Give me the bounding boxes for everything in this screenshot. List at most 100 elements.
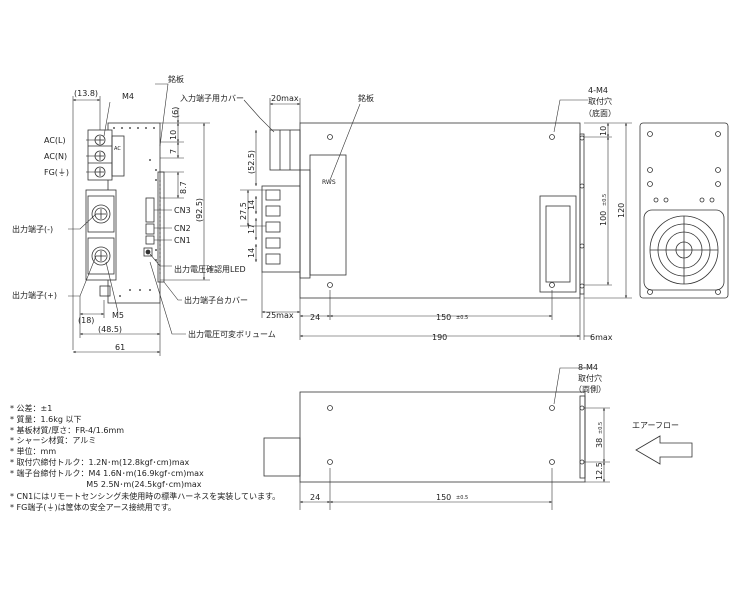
top-dimensions	[299, 367, 610, 510]
svg-text:RWS: RWS	[322, 179, 336, 186]
output-terminal-side-screws	[265, 189, 281, 265]
dim-120-label: 120	[617, 203, 626, 218]
cn2-label: CN2	[174, 224, 191, 233]
ac-n-label: AC(N)	[44, 152, 67, 161]
note-terminal-torque-m4: * 端子台締付トルク：M4 1.6N･m(16.9kgf･cm)max	[10, 468, 204, 478]
side-mount-holes	[327, 134, 555, 288]
airflow-label: エアーフロー	[632, 421, 679, 430]
dim-20max-label: 20max	[271, 94, 299, 103]
top-labels: 8-M4 取付穴 （両側） エアーフロー 24 150 ±0.5 38 ±0.5…	[310, 363, 679, 502]
dim-6max-label: 6max	[590, 333, 613, 342]
airflow-arrow-icon	[635, 435, 693, 465]
svg-text:AC: AC	[114, 146, 121, 152]
ac-l-label: AC(L)	[44, 136, 66, 145]
output-terminal-block	[85, 189, 117, 281]
end-plate-holes	[579, 135, 585, 289]
dim-8-7-label: 8.7	[179, 181, 188, 194]
tol-38-label: ±0.5	[598, 422, 604, 434]
dim-190-label: 190	[432, 333, 447, 342]
tol-b-label: ±0.5	[456, 495, 468, 501]
fan-bracket	[539, 195, 577, 293]
dim-10r-label: 10	[599, 126, 608, 136]
dim-150b-label: 150	[436, 493, 451, 502]
front-vent-dots	[113, 127, 157, 297]
volume-label: 出力電圧可変ボリューム	[188, 329, 276, 339]
note-unit: * 単位：mm	[10, 447, 57, 457]
note-terminal-torque-m5: M5 2.5N･m(24.5kgf･cm)max	[10, 479, 202, 489]
dim-27-5-label: 27.5	[239, 202, 248, 220]
side-view: RWS	[261, 122, 585, 299]
side-dimensions	[240, 98, 632, 340]
m4-label: M4	[122, 92, 134, 101]
top-mount-holes	[327, 405, 555, 465]
dim-14b-label: 14	[247, 248, 256, 258]
cn2-connector	[145, 223, 155, 235]
dim-61-label: 61	[115, 343, 125, 352]
input-cover-body	[269, 129, 301, 171]
dim-10-label: 10	[169, 130, 178, 140]
out-pos-label: 出力端子(+)	[12, 290, 57, 300]
mount-4m4-label: 4-M4	[588, 86, 608, 95]
m5-label: M5	[112, 311, 124, 320]
note-board: * 基板材質/厚さ：FR-4/1.6mm	[10, 425, 125, 435]
dim-52-5-label: (52.5)	[247, 150, 256, 174]
fan-icon	[649, 215, 719, 285]
mount-8m4-label: 8-M4	[578, 363, 598, 372]
nameplate-front-label: 銘板	[168, 74, 184, 84]
note-mount-torque: * 取付穴締付トルク：1.2N･m(12.8kgf･cm)max	[10, 457, 190, 467]
mount-hole2-label: 取付穴	[578, 373, 602, 383]
dim-100-label: 100	[599, 211, 608, 226]
front-labels: (13.8) M4 銘板 AC(L) AC(N) FG(⏚) 出力端子(-) 出…	[12, 74, 276, 352]
top-chassis-outline	[299, 391, 586, 483]
note-cn1: * CN1にはリモートセンシング未使用時の標準ハーネスを実装しています。	[10, 492, 281, 502]
front-dimensions	[68, 83, 210, 356]
fan-guard	[643, 209, 725, 291]
led-icon	[145, 249, 151, 255]
dim-12-5-label: 12.5	[595, 462, 604, 480]
dim-150a-label: 150	[436, 313, 451, 322]
cn3-connector	[145, 197, 155, 223]
input-cover-label: 入力端子用カバー	[180, 93, 244, 103]
dim-48-5-label: (48.5)	[98, 325, 122, 334]
rear-vent-slots	[653, 197, 715, 203]
fg-label: FG(⏚)	[44, 168, 69, 177]
output-terminal-screws	[91, 204, 111, 266]
mount-bottom-label: （底面）	[584, 108, 616, 118]
led-window	[143, 247, 153, 257]
cn1-connector	[145, 235, 155, 245]
spec-notes: * 公差：±1 * 質量：1.6kg 以下 * 基板材質/厚さ：FR-4/1.6…	[10, 404, 340, 514]
rear-view	[639, 122, 729, 299]
dim-25max-label: 25max	[266, 311, 294, 320]
note-fg: * FG端子(⏚)は筐体の安全アース接続用です。	[10, 503, 176, 513]
mount-hole-label: 取付穴	[588, 96, 612, 106]
tol-100-label: ±0.5	[602, 194, 608, 206]
top-view	[263, 391, 693, 483]
output-terminal-side	[261, 185, 301, 273]
note-mass: * 質量：1.6kg 以下	[10, 414, 82, 424]
dim-6-label: (6)	[171, 107, 180, 118]
cn1-label: CN1	[174, 236, 191, 245]
out-cover-label: 出力端子台カバー	[184, 295, 248, 305]
dim-13-8-label: (13.8)	[74, 89, 98, 98]
dim-7-label: 7	[169, 149, 178, 154]
out-neg-label: 出力端子(-)	[12, 224, 53, 234]
mount-both-label: （両側）	[574, 384, 606, 394]
note-tolerance: * 公差：±1	[10, 404, 53, 413]
side-labels: 入力端子用カバー 20max 銘板 4-M4 取付穴 （底面） (52.5) 2…	[180, 86, 626, 342]
note-chassis: * シャーシ材質：アルミ	[10, 436, 97, 446]
dim-24a-label: 24	[310, 313, 320, 322]
dim-24b-label: 24	[310, 493, 320, 502]
side-nameplate	[309, 154, 347, 276]
dim-18-label: (18)	[78, 316, 94, 325]
dim-92-5-label: (92.5)	[195, 198, 204, 222]
rear-chassis-outline	[639, 122, 729, 299]
top-terminal-block	[263, 437, 301, 477]
dim-17-label: 17	[247, 224, 256, 234]
led-label: 出力電圧確認用LED	[174, 264, 246, 274]
dim-38-label: 38	[595, 438, 604, 448]
nameplate-side-label: 銘板	[358, 93, 374, 103]
tol-a-label: ±0.5	[456, 315, 468, 321]
cn3-label: CN3	[174, 206, 191, 215]
front-view: AC	[85, 122, 165, 304]
